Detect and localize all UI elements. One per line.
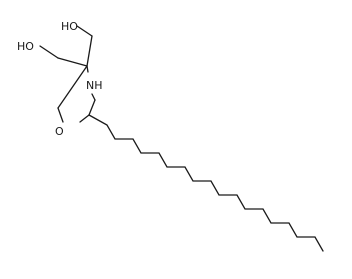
bond-c4-n: [86, 65, 89, 73]
bond-lines: [39, 25, 96, 123]
bond-c2-o: [79, 114, 90, 123]
bond-o-c5: [57, 107, 64, 123]
bond-c5-c4: [57, 65, 88, 109]
bond-ch2-top: [86, 35, 93, 67]
hydroxyl-top-label: HO: [61, 20, 78, 33]
oxygen-label: O: [55, 125, 64, 138]
alkyl-chain: [88, 114, 324, 252]
amine-label: NH: [86, 79, 103, 92]
hydroxyl-left-label: HO: [17, 40, 34, 53]
bond-oh-top: [76, 25, 93, 37]
bond-ch2-left: [57, 57, 88, 67]
bond-c2-ring: [88, 99, 96, 116]
bond-oh-left: [39, 45, 59, 59]
atom-labels: HO HO NH O: [17, 20, 103, 138]
bond-n-c2: [91, 93, 96, 101]
